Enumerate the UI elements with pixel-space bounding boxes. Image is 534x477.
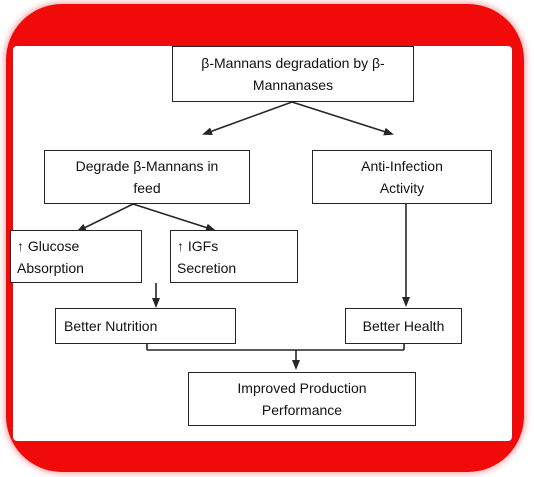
node-glucose: ↑ Glucose Absorption [10, 230, 142, 283]
node-igfs-line2: Secretion [177, 259, 237, 276]
node-glucose-line1: ↑ Glucose [17, 237, 80, 254]
node-glucose-line2: Absorption [17, 259, 84, 276]
node-root: β-Mannans degradation by β- Mannanases [172, 46, 414, 102]
node-improved-line1: Improved Production [237, 380, 367, 396]
node-nutrition-label: Better Nutrition [64, 318, 158, 334]
node-igfs: ↑ IGFs Secretion [170, 230, 298, 283]
node-degrade: Degrade β-Mannans in feed [44, 150, 250, 204]
node-health: Better Health [345, 308, 462, 344]
node-degrade-line1: Degrade β-Mannans in [75, 158, 219, 174]
node-degrade-line2: feed [133, 180, 161, 196]
node-root-line1: β-Mannans degradation by β- [201, 55, 385, 71]
node-anti-infection: Anti-Infection Activity [312, 150, 492, 204]
node-anti-infection-line1: Anti-Infection [361, 158, 443, 174]
node-root-line2: Mannanases [252, 77, 334, 93]
node-health-label: Better Health [362, 318, 445, 334]
node-improved-line2: Performance [261, 402, 343, 418]
node-nutrition: Better Nutrition [55, 308, 236, 344]
node-anti-infection-line2: Activity [379, 180, 425, 196]
node-improved: Improved Production Performance [188, 372, 416, 426]
node-igfs-line1: ↑ IGFs [177, 237, 219, 254]
